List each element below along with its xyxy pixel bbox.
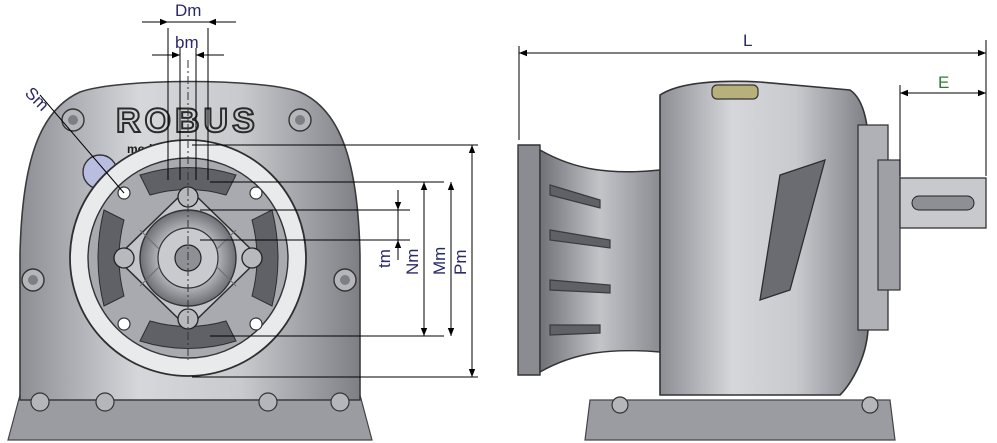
brand-logo: ROBUS [116, 102, 259, 140]
front-dimensions [39, 18, 478, 378]
front-view: ROBUS mod. dat. / regd [7, 80, 373, 441]
keyway [911, 195, 975, 211]
side-dimensions [518, 40, 987, 176]
label-Dm: Dm [175, 1, 201, 20]
label-Nm: Nm [403, 249, 422, 275]
label-Sm: Sm [21, 83, 52, 114]
breather-plug [711, 84, 759, 100]
bell-housing [539, 148, 661, 374]
side-view [517, 80, 987, 441]
gear-housing [659, 80, 870, 396]
motor-flange [517, 144, 541, 376]
side-dimension-labels: L E [743, 31, 949, 92]
label-tm: tm [375, 249, 394, 268]
label-E: E [938, 73, 949, 92]
flange-bolts [113, 186, 263, 330]
label-bm: bm [175, 33, 199, 52]
label-L: L [743, 31, 752, 50]
housing-bolts [21, 108, 357, 412]
label-Pm: Pm [451, 250, 470, 276]
label-Mm: Mm [430, 247, 449, 275]
